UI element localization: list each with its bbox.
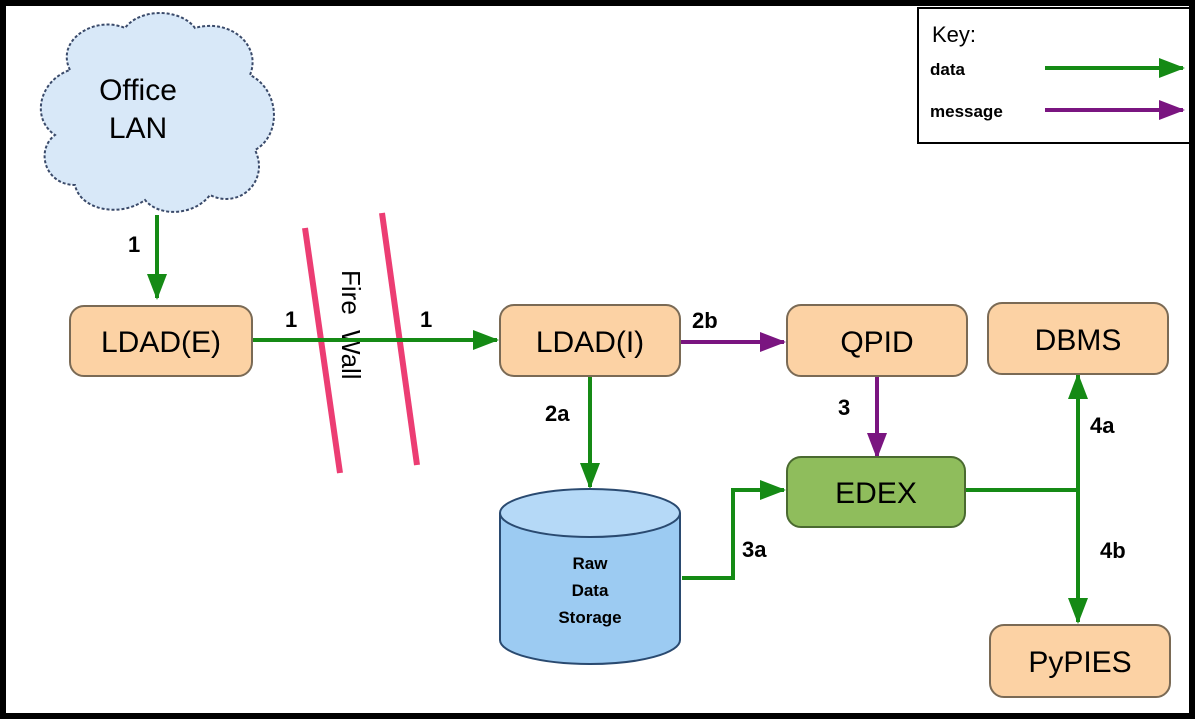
node-qpid-box [786,304,968,377]
node-qpid-label: QPID [840,326,913,359]
node-ldad-i: LDAD(I) [499,304,681,377]
node-ldad-e-box [69,305,253,377]
node-edex-label: EDEX [835,477,917,510]
node-dbms-label: DBMS [1035,324,1122,357]
cloud-label-line2: LAN [109,112,167,145]
node-dbms-box [987,302,1169,375]
storage-label-line2: Data [572,581,609,600]
legend-data-label: data [930,60,966,79]
node-ldad-e-label: LDAD(E) [101,326,221,359]
edge-label-edex-to-pypies: 4b [1100,538,1126,563]
edge-label-firewall-to-ldad-i: 1 [420,307,432,332]
storage-top [499,488,681,538]
node-ldad-i-box [499,304,681,377]
firewall-label-line1: Fire [336,270,366,315]
node-pypies-label: PyPIES [1028,646,1131,679]
edge-label-ldad-i-to-storage: 2a [545,401,570,426]
edge-label-ldad-i-to-qpid: 2b [692,308,718,333]
node-ldad-e: LDAD(E) [69,305,253,377]
edge-storage-to-edex [682,480,786,580]
node-ldad-i-label: LDAD(I) [536,326,644,359]
storage-label-line1: Raw [573,554,609,573]
cloud-shape [39,12,275,213]
firewall-label-line2: Wall [336,330,366,380]
node-qpid: QPID [786,304,968,377]
legend-title: Key: [932,22,976,47]
node-pypies-box [989,624,1171,698]
edge-label-ldad-e-to-firewall: 1 [285,307,297,332]
storage-label-line3: Storage [558,608,621,627]
legend-message-label: message [930,102,1003,121]
edge-label-cloud-to-ldad-e: 1 [128,232,140,257]
node-edex: EDEX [786,456,966,528]
raw-data-storage: Raw Data Storage [499,488,681,665]
edge-label-edex-to-dbms: 4a [1090,413,1115,438]
node-pypies: PyPIES [989,624,1171,698]
node-dbms: DBMS [987,302,1169,375]
storage-body [499,513,681,665]
office-lan-cloud: Office LAN [39,12,275,213]
edge-label-storage-to-edex: 3a [742,537,767,562]
edge-label-qpid-to-edex: 3 [838,395,850,420]
firewall-line-left [302,227,343,474]
legend: Key: data message [917,7,1191,144]
cloud-label-line1: Office [99,74,177,107]
node-edex-box [786,456,966,528]
legend-box [917,7,1191,144]
